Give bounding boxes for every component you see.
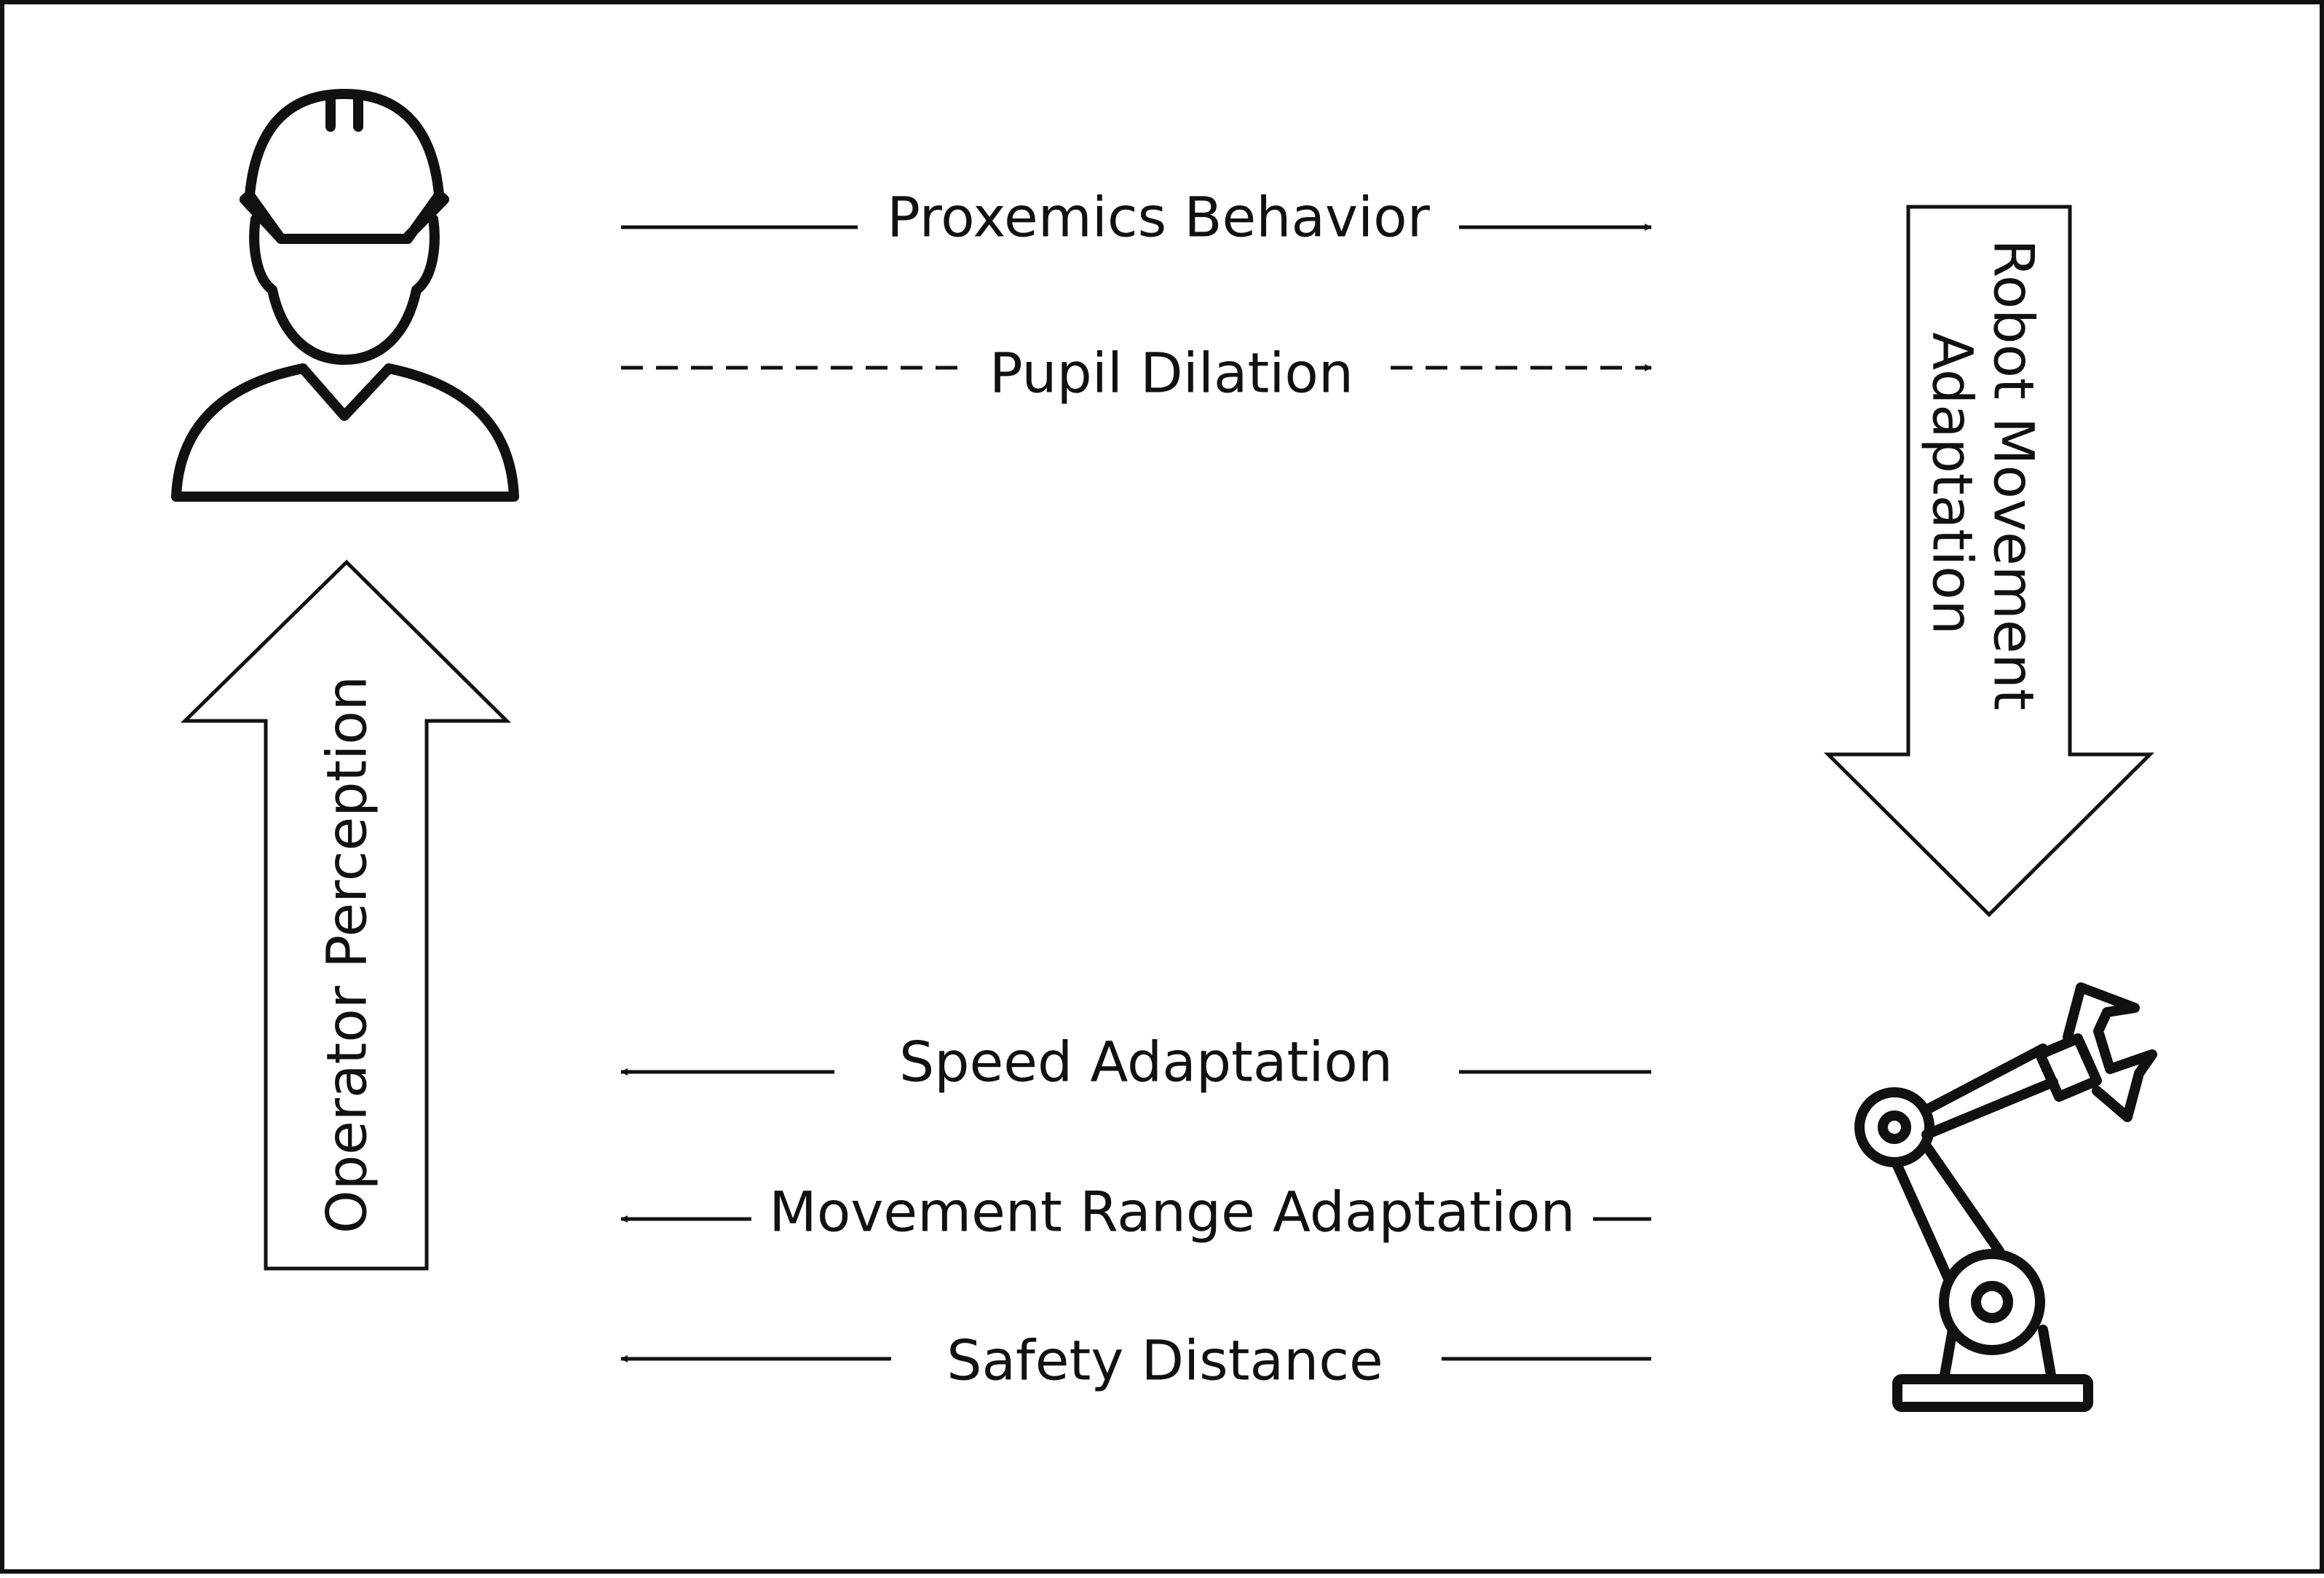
movement-range-adaptation-label: Movement Range Adaptation <box>769 1180 1575 1244</box>
robot-movement-label-line2: Adaptation <box>1921 332 1985 635</box>
speed-adaptation-label: Speed Adaptation <box>899 1030 1393 1094</box>
operator-perception-label: Operator Perception <box>315 676 379 1234</box>
diagram-canvas: Operator Perception Robot Movement Adapt… <box>171 89 2157 1412</box>
robot-arm-icon <box>1854 982 2157 1412</box>
signal-movement-range-adaptation: Movement Range Adaptation <box>620 1180 1651 1244</box>
pupil-dilation-label: Pupil Dilation <box>989 341 1353 406</box>
signal-speed-adaptation: Speed Adaptation <box>620 1030 1651 1094</box>
safety-distance-label: Safety Distance <box>946 1328 1383 1393</box>
signal-safety-distance: Safety Distance <box>620 1328 1651 1393</box>
signal-proxemics-behavior: Proxemics Behavior <box>621 185 1652 250</box>
robot-movement-adaptation-arrow: Robot Movement Adaptation <box>1823 205 2155 918</box>
proxemics-behavior-label: Proxemics Behavior <box>887 185 1431 250</box>
svg-text:Robot Movement Adaptatio: Robot Movement Adaptation <box>1921 239 2066 727</box>
worker-helmet-icon <box>171 89 519 502</box>
robot-movement-label-line1: Robot Movement <box>1982 239 2047 710</box>
operator-perception-arrow: Operator Perception <box>180 559 512 1271</box>
signal-pupil-dilation: Pupil Dilation <box>621 341 1652 406</box>
